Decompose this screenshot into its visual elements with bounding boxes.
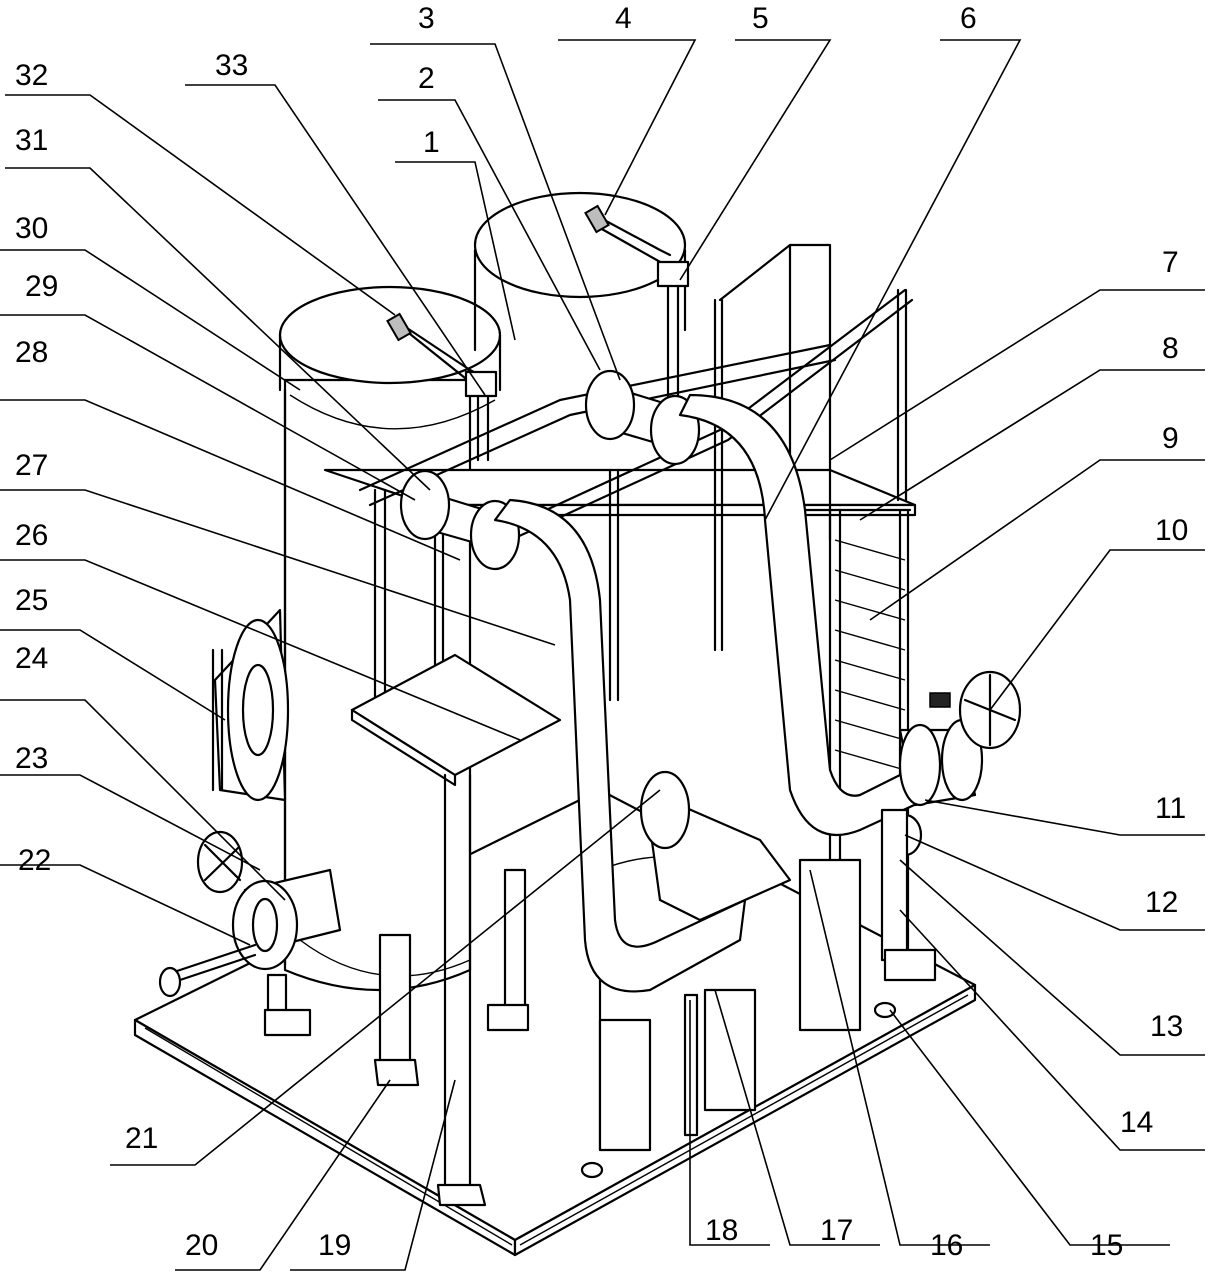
callout-20: 20 bbox=[185, 1229, 218, 1262]
callout-5: 5 bbox=[752, 2, 769, 35]
base-skid bbox=[133, 788, 977, 1257]
callout-4: 4 bbox=[615, 2, 632, 35]
callout-23: 23 bbox=[15, 742, 48, 775]
callout-31: 31 bbox=[15, 124, 48, 157]
callout-24: 24 bbox=[15, 642, 48, 675]
leader-lines bbox=[0, 39, 1205, 1271]
callout-9: 9 bbox=[1162, 422, 1179, 455]
callout-17: 17 bbox=[820, 1214, 853, 1247]
callout-15: 15 bbox=[1090, 1229, 1123, 1262]
callout-6: 6 bbox=[960, 2, 977, 35]
left-valve bbox=[158, 830, 342, 998]
callout-28: 28 bbox=[15, 336, 48, 369]
callout-25: 25 bbox=[15, 584, 48, 617]
lower-platform bbox=[350, 653, 562, 1207]
callout-27: 27 bbox=[15, 449, 48, 482]
support-legs bbox=[263, 808, 937, 1152]
callout-3: 3 bbox=[418, 2, 435, 35]
callout-32: 32 bbox=[15, 59, 48, 92]
callout-labels: 1 2 3 4 5 6 7 8 9 10 11 12 13 14 15 16 1… bbox=[15, 2, 1188, 1262]
callout-18: 18 bbox=[705, 1214, 738, 1247]
callout-8: 8 bbox=[1162, 332, 1179, 365]
callout-11: 11 bbox=[1155, 792, 1186, 825]
callout-21: 21 bbox=[125, 1122, 158, 1155]
callout-26: 26 bbox=[15, 519, 48, 552]
callout-2: 2 bbox=[418, 62, 435, 95]
s-pipe bbox=[493, 393, 932, 993]
upper-nozzles bbox=[399, 369, 701, 571]
callout-10: 10 bbox=[1155, 514, 1188, 547]
callout-29: 29 bbox=[25, 270, 58, 303]
vent-pipes bbox=[386, 204, 690, 462]
callout-16: 16 bbox=[930, 1229, 963, 1262]
callout-19: 19 bbox=[318, 1229, 351, 1262]
callout-22: 22 bbox=[18, 844, 51, 877]
callout-14: 14 bbox=[1120, 1106, 1153, 1139]
side-manway bbox=[211, 608, 290, 802]
callout-13: 13 bbox=[1150, 1010, 1183, 1043]
callout-12: 12 bbox=[1145, 886, 1178, 919]
callout-30: 30 bbox=[15, 212, 48, 245]
callout-33: 33 bbox=[215, 49, 248, 82]
callout-7: 7 bbox=[1162, 246, 1179, 279]
callout-1: 1 bbox=[423, 126, 440, 159]
